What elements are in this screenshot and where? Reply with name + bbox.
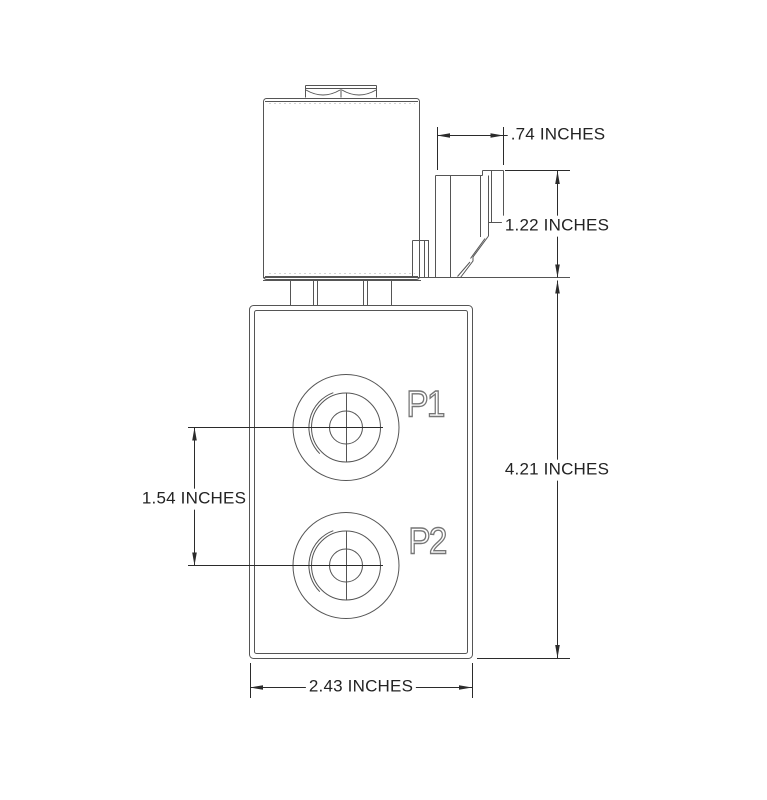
connector [435, 170, 504, 278]
solenoid-coil [263, 98, 570, 281]
dim-label-port-spacing: 1.54 INCHES [138, 488, 250, 510]
port-p1-label: P1 [406, 383, 446, 425]
port-p2-label: P2 [408, 520, 448, 562]
dim-label-body-width: 2.43 INCHES [305, 676, 417, 698]
coil-top-nut [305, 85, 377, 98]
dim-label-coil-connector-height: 1.22 INCHES [501, 215, 613, 237]
coil-connector-bracket [412, 240, 429, 278]
dim-label-connector-width: .74 INCHES [507, 124, 609, 146]
armature-stem [290, 281, 392, 306]
dim-label-body-height: 4.21 INCHES [501, 459, 613, 481]
valve-body [249, 305, 473, 659]
dim-connector-width [437, 127, 514, 170]
